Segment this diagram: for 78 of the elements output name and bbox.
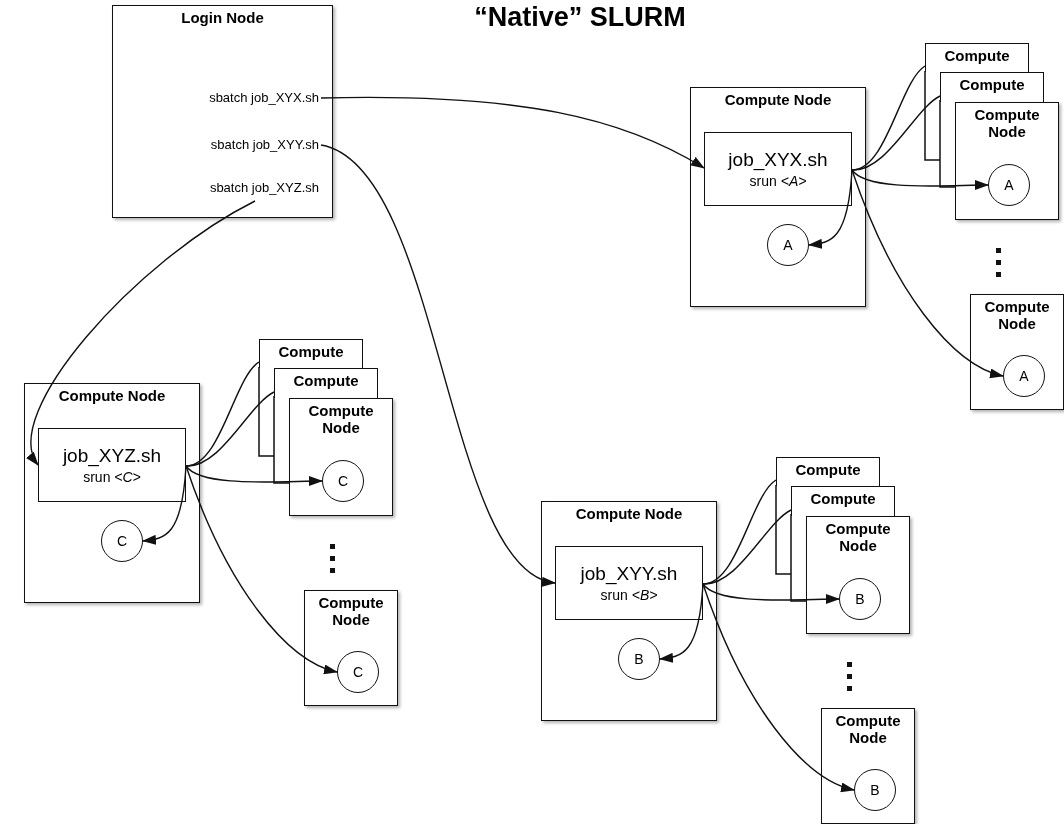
compute-node-box [821, 708, 915, 824]
compute-node-box [541, 501, 717, 721]
arrow [659, 583, 704, 663]
stacked-compute-node-box [791, 486, 895, 516]
process-label: B [634, 651, 644, 667]
compute-node-box [955, 102, 1059, 220]
node-title: Compute Node [983, 298, 1051, 332]
process-circle [337, 651, 379, 693]
process-label: B [870, 782, 880, 798]
arrow [28, 200, 256, 466]
process-circle [854, 769, 896, 811]
stacked-compute-node-box [274, 368, 378, 398]
arrow [185, 465, 338, 673]
process-circle [767, 224, 809, 266]
node-title: Compute [292, 372, 360, 389]
arrow [320, 96, 705, 169]
compute-node-box [289, 398, 393, 516]
command-text: sbatch job_XYX.sh [151, 89, 319, 107]
node-title: Compute Node [317, 594, 385, 628]
node-title: Compute [809, 490, 877, 507]
compute-node-box [690, 87, 866, 307]
arrow [808, 169, 853, 249]
diagram-title: “Native” SLURM [473, 1, 687, 34]
process-circle [322, 460, 364, 502]
node-title: Compute [277, 343, 345, 360]
command-text: sbatch job_XYZ.sh [151, 179, 319, 197]
stacked-compute-node-box [925, 43, 1029, 72]
arrow [142, 465, 187, 545]
srun-command: srun <C> [83, 468, 141, 486]
job-script-box [704, 132, 852, 206]
node-title: Compute Node [824, 520, 892, 554]
node-title: Compute Node [723, 91, 833, 108]
stacked-compute-node-box [776, 457, 880, 486]
process-label: B [855, 591, 865, 607]
command-text: sbatch job_XYY.sh [151, 136, 319, 154]
node-title: Compute [943, 47, 1011, 64]
script-name: job_XYX.sh [728, 148, 828, 172]
node-title: Compute Node [307, 402, 375, 436]
srun-command: srun <A> [749, 172, 807, 190]
script-name: job_XYY.sh [580, 562, 678, 586]
connector-line [702, 509, 792, 585]
compute-node-box [304, 590, 398, 706]
compute-node-box [806, 516, 910, 634]
compute-node-box [970, 294, 1064, 410]
process-label: A [1004, 177, 1014, 193]
stacked-compute-node-box [940, 72, 1044, 102]
arrow [185, 465, 323, 487]
process-circle [618, 638, 660, 680]
process-label: A [1019, 368, 1029, 384]
process-circle [101, 520, 143, 562]
arrow [851, 169, 1004, 377]
process-label: C [352, 664, 364, 680]
connector-line [851, 95, 941, 171]
arrow [320, 144, 556, 584]
script-name: job_XYZ.sh [62, 444, 162, 468]
job-script-box [555, 546, 703, 620]
srun-command: srun <B> [600, 586, 658, 604]
node-title: Compute [794, 461, 862, 478]
job-script-box [38, 428, 186, 502]
node-title: Compute Node [973, 106, 1041, 140]
login-node-box [112, 5, 333, 218]
process-circle [839, 578, 881, 620]
process-label: C [337, 473, 349, 489]
connector-line [185, 391, 275, 467]
node-title: Login Node [180, 9, 265, 26]
process-label: C [116, 533, 128, 549]
arrow [702, 583, 840, 605]
node-title: Compute Node [57, 387, 167, 404]
process-circle [1003, 355, 1045, 397]
node-title: Compute Node [834, 712, 902, 746]
process-label: A [783, 237, 793, 253]
arrow [702, 583, 855, 791]
arrow [851, 169, 989, 191]
stacked-compute-node-box [259, 339, 363, 368]
node-title: Compute Node [574, 505, 684, 522]
process-circle [988, 164, 1030, 206]
node-title: Compute [958, 76, 1026, 93]
compute-node-box [24, 383, 200, 603]
